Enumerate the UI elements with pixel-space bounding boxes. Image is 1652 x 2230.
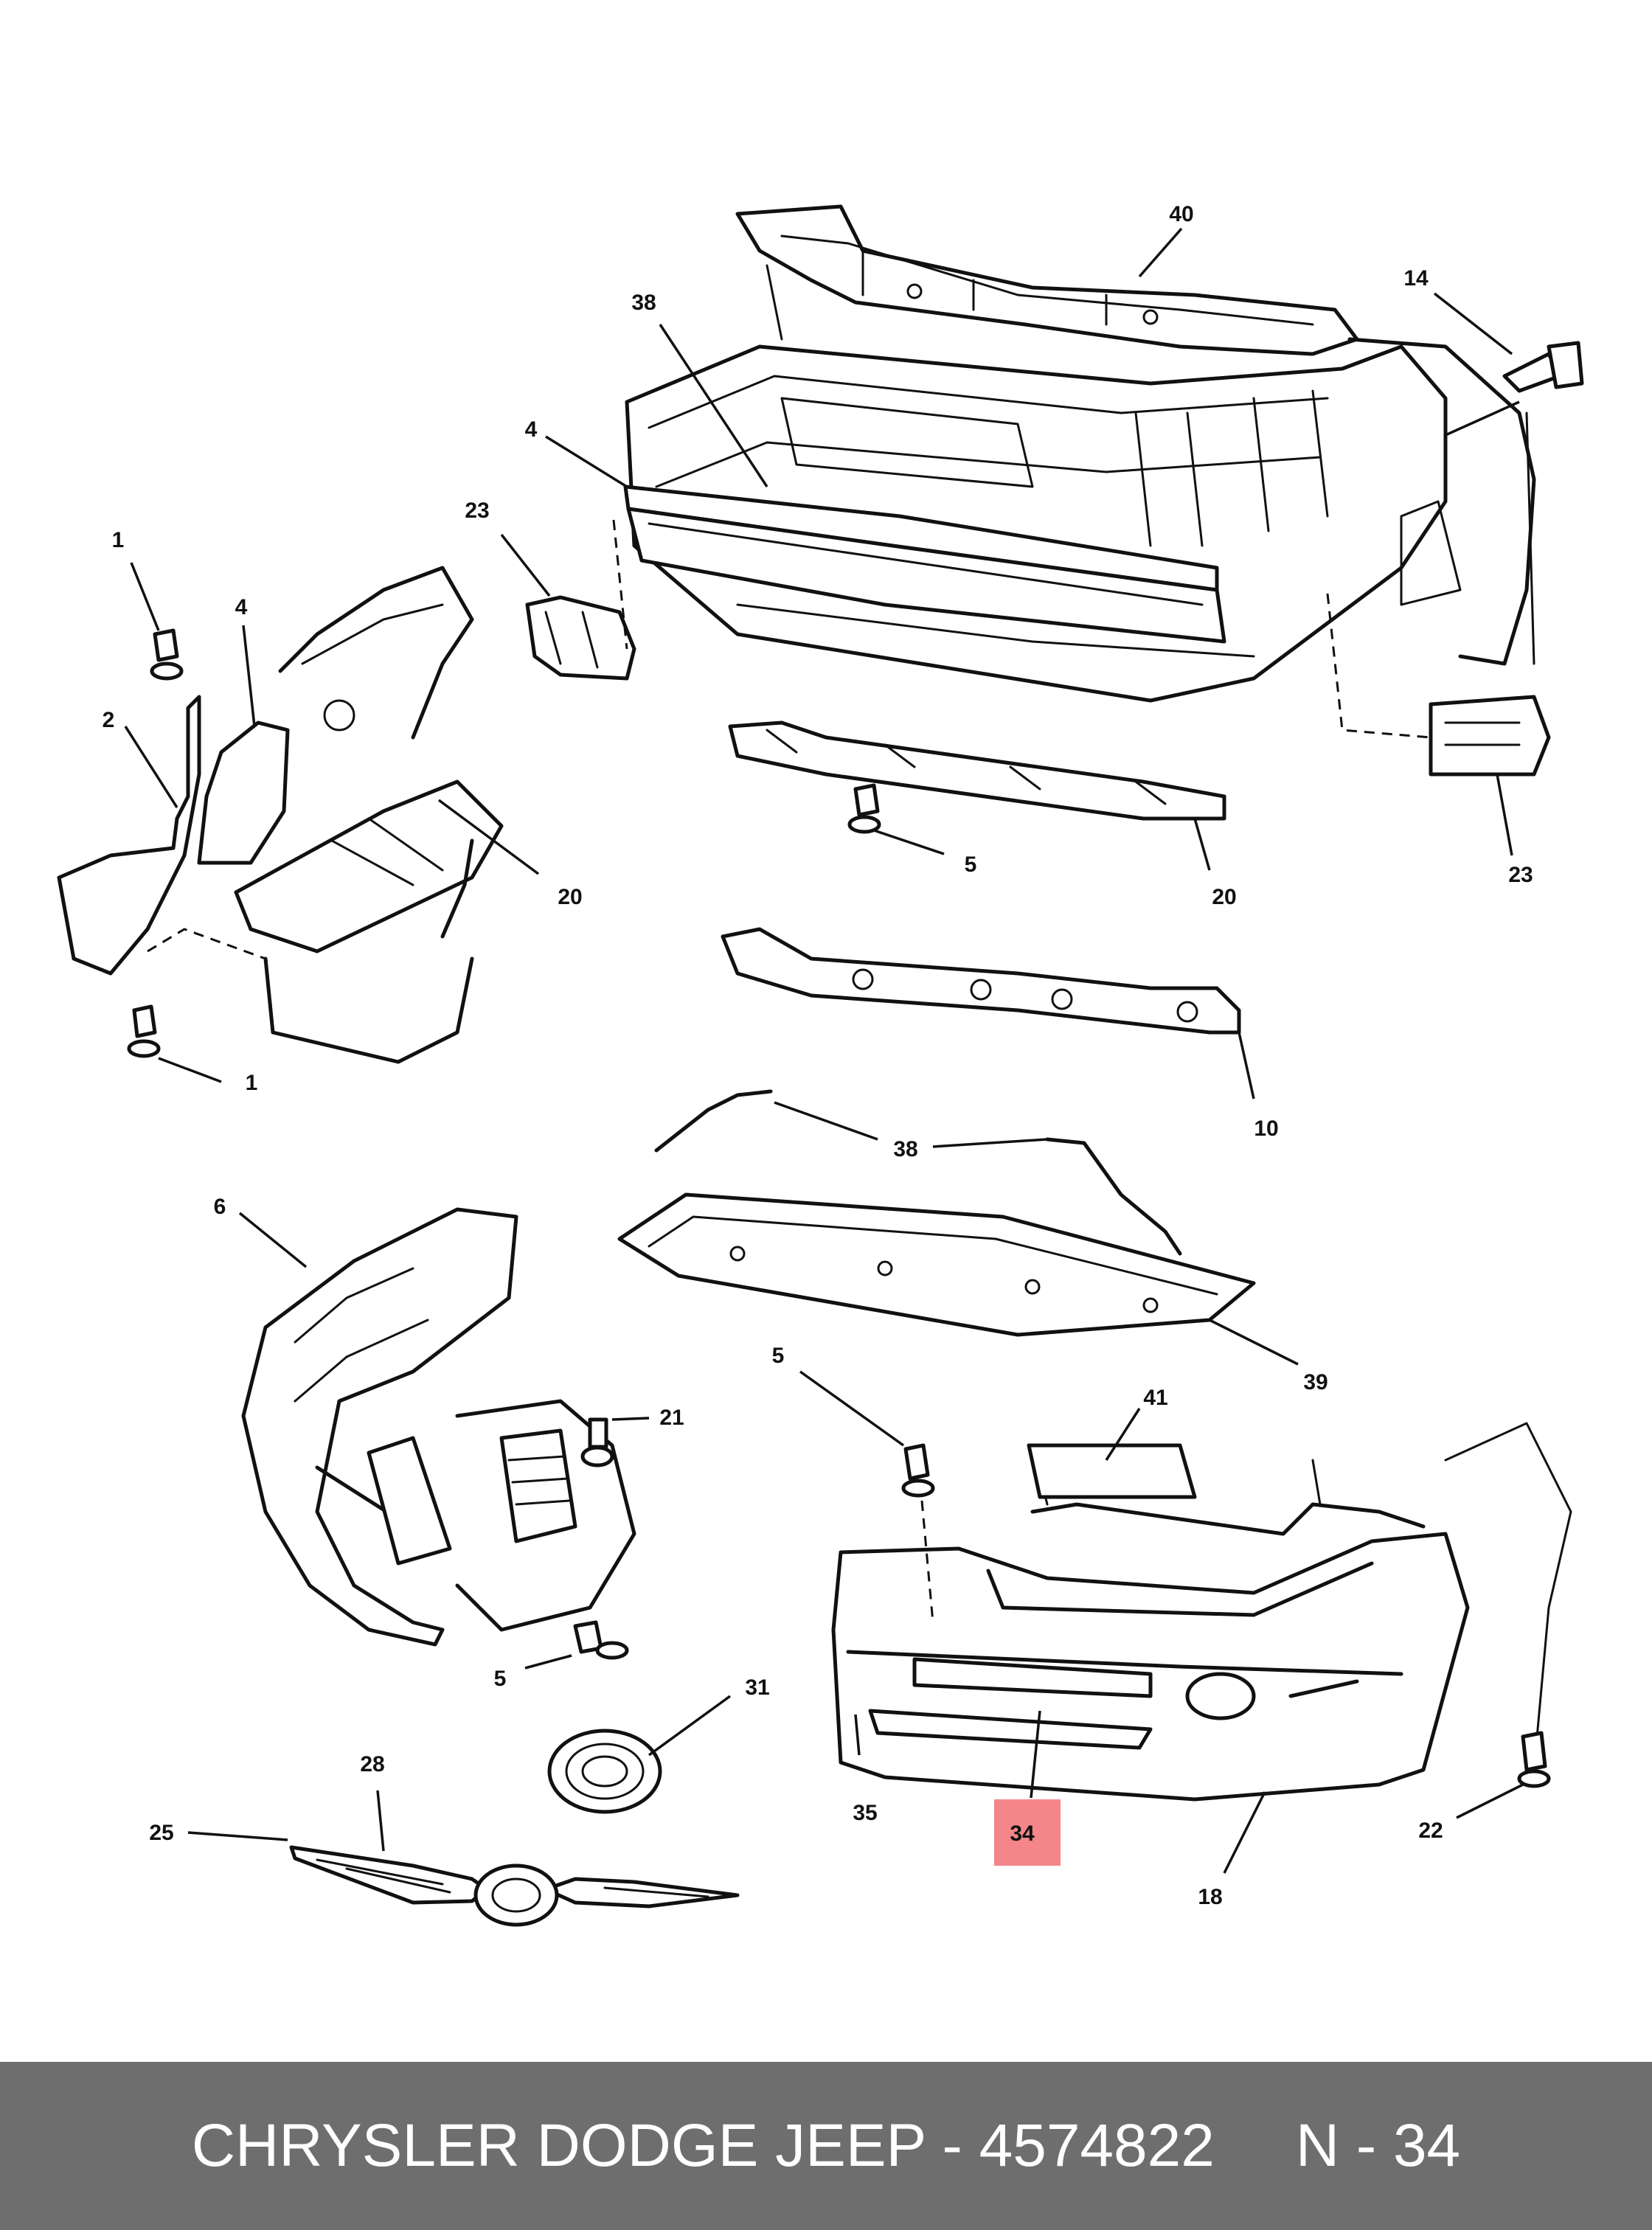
- footer-reference: N - 34: [1295, 2112, 1461, 2179]
- part-18-front-fascia: [831, 1422, 1572, 1802]
- part-23-bracket-left: [525, 595, 636, 681]
- part-39-air-deflector: [617, 1192, 1256, 1337]
- part-20-bracket: [728, 720, 1226, 821]
- callout-5: 5: [772, 1344, 785, 1368]
- parts-diagram: 40 14 38 4 23 1 4 2 20 1 5 20 23 10 38 6…: [57, 202, 1584, 1927]
- callout-39: 39: [1303, 1370, 1328, 1394]
- part-radiator-support-upper: [625, 264, 1448, 703]
- part-28-winged-emblem: [289, 1845, 740, 1927]
- callout-38: 38: [631, 291, 656, 315]
- callout-10: 10: [1254, 1116, 1278, 1141]
- callout-18: 18: [1198, 1885, 1222, 1909]
- callout-35: 35: [853, 1801, 877, 1825]
- part-38-support-rods: [654, 1089, 1182, 1256]
- callout-20: 20: [558, 885, 582, 909]
- part-5-bolt-a: [847, 783, 881, 834]
- part-5-bolt-b: [573, 1620, 629, 1660]
- callout-14: 14: [1403, 266, 1429, 291]
- callout-28: 28: [360, 1752, 384, 1776]
- callout-4: 4: [525, 417, 538, 442]
- callout-labels: 40 14 38 4 23 1 4 2 20 1 5 20 23 10 38 6…: [103, 202, 1533, 1909]
- left-inset-fender-assembly: [57, 566, 504, 1064]
- callout-22: 22: [1418, 1819, 1443, 1843]
- part-1-push-pin-bottom: [127, 1004, 161, 1058]
- callout-34-highlight: [994, 1799, 1061, 1866]
- callout-1: 1: [112, 528, 125, 552]
- part-22-push-pin: [1517, 1731, 1551, 1788]
- callout-5: 5: [965, 852, 977, 877]
- callout-38: 38: [893, 1137, 917, 1161]
- callout-31: 31: [745, 1675, 769, 1700]
- part-1-push-pin-top: [150, 628, 184, 681]
- part-31-emblem: [547, 1729, 662, 1814]
- part-14-push-pin: [1502, 341, 1584, 393]
- callout-6: 6: [214, 1195, 226, 1219]
- part-10-bracket: [721, 927, 1241, 1035]
- part-41-bracket: [1027, 1443, 1197, 1499]
- part-5-bolt-c: [901, 1443, 935, 1498]
- callout-41: 41: [1143, 1386, 1167, 1410]
- part-40-closure-panel: [735, 204, 1359, 356]
- callout-21: 21: [659, 1406, 684, 1430]
- callout-23: 23: [465, 499, 489, 523]
- part-21-screw: [580, 1417, 614, 1467]
- right-fender-outline: [1347, 337, 1536, 666]
- footer-brand-part-number: CHRYSLER DODGE JEEP - 4574822: [191, 2112, 1215, 2179]
- callout-4: 4: [235, 595, 248, 619]
- leader-lines: [124, 227, 1524, 1874]
- callout-40: 40: [1169, 202, 1193, 226]
- part-23-bracket-right: [1429, 695, 1551, 777]
- callout-1: 1: [246, 1071, 258, 1095]
- callout-2: 2: [103, 708, 115, 732]
- part-4-bumper-beam: [623, 484, 1226, 644]
- callout-20: 20: [1212, 885, 1236, 909]
- callout-5: 5: [494, 1667, 507, 1691]
- callout-23: 23: [1508, 863, 1533, 887]
- callout-34: 34: [1010, 1821, 1035, 1846]
- callout-25: 25: [149, 1821, 173, 1845]
- part-6-fascia-side: [241, 1207, 636, 1647]
- footer-bar: CHRYSLER DODGE JEEP - 4574822 N - 34: [0, 2062, 1652, 2230]
